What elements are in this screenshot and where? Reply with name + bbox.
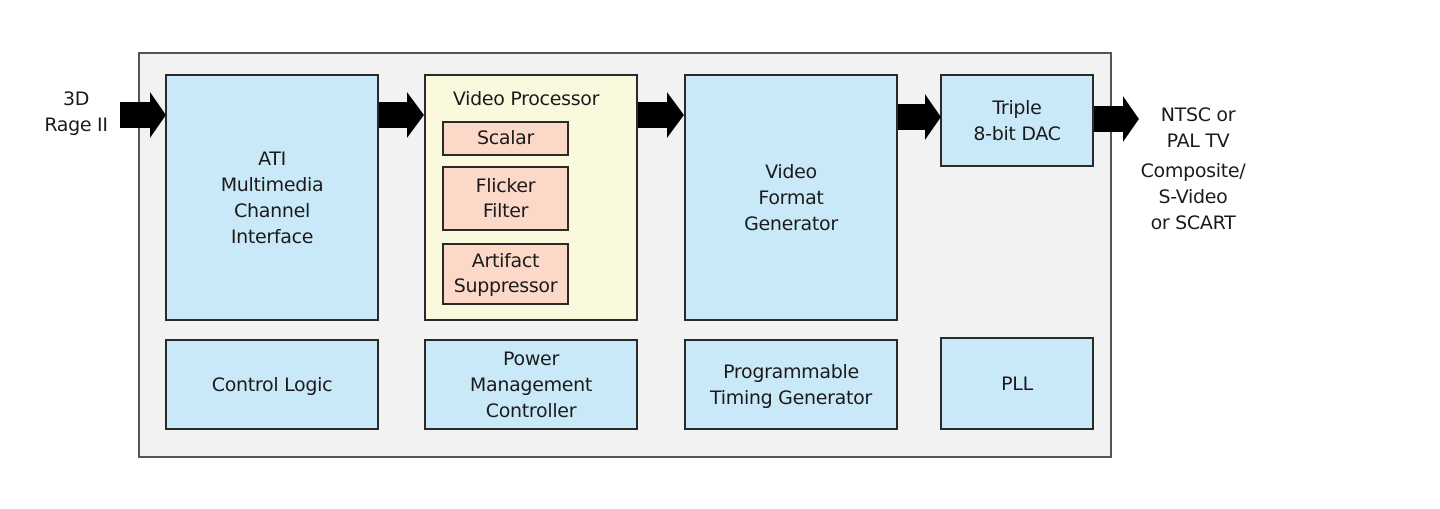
block-label: Video Processor (452, 88, 600, 110)
arrow-dac-to-output (1094, 96, 1139, 142)
arrow-mci-to-video-processor (379, 92, 424, 138)
input-label: 3D Rage II (44, 88, 108, 136)
block-label: Artifact Suppressor (453, 250, 558, 297)
block-label: Scalar (476, 127, 535, 149)
control-logic-block: Control Logic (165, 339, 379, 430)
programmable-timing-generator-block: Programmable Timing Generator (684, 339, 898, 430)
block-label: PLL (1001, 372, 1033, 395)
video-format-generator-block: Video Format Generator (684, 74, 898, 321)
block-label: Power Management Controller (469, 347, 593, 422)
block-label: Triple 8-bit DAC (973, 96, 1061, 145)
arrow-right-icon (1094, 96, 1139, 142)
multimedia-channel-interface-block: ATI Multimedia Channel Interface (165, 74, 379, 321)
artifact-suppressor-block: Artifact Suppressor (442, 243, 569, 305)
power-management-controller-block: Power Management Controller (424, 339, 638, 430)
block-label: Flicker Filter (475, 174, 536, 222)
block-label: ATI Multimedia Channel Interface (220, 147, 324, 248)
arrow-right-icon (379, 92, 424, 138)
output-connector-label: Composite/ S-Video or SCART (1140, 160, 1246, 234)
arrow-video-processor-to-format-generator (638, 92, 684, 138)
arrow-input-to-mci (120, 92, 166, 138)
arrow-right-icon (898, 94, 941, 140)
flicker-filter-block: Flicker Filter (442, 166, 569, 231)
block-label: Programmable Timing Generator (710, 360, 872, 409)
triple-dac-block: Triple 8-bit DAC (940, 74, 1094, 167)
block-label: Video Format Generator (744, 160, 838, 235)
arrow-format-generator-to-dac (898, 94, 941, 140)
pll-block: PLL (940, 337, 1094, 430)
scalar-block: Scalar (442, 121, 569, 156)
arrow-right-icon (120, 92, 166, 138)
block-label: Control Logic (211, 373, 333, 396)
output-tv-label: NTSC or PAL TV (1160, 104, 1236, 152)
arrow-right-icon (638, 92, 684, 138)
